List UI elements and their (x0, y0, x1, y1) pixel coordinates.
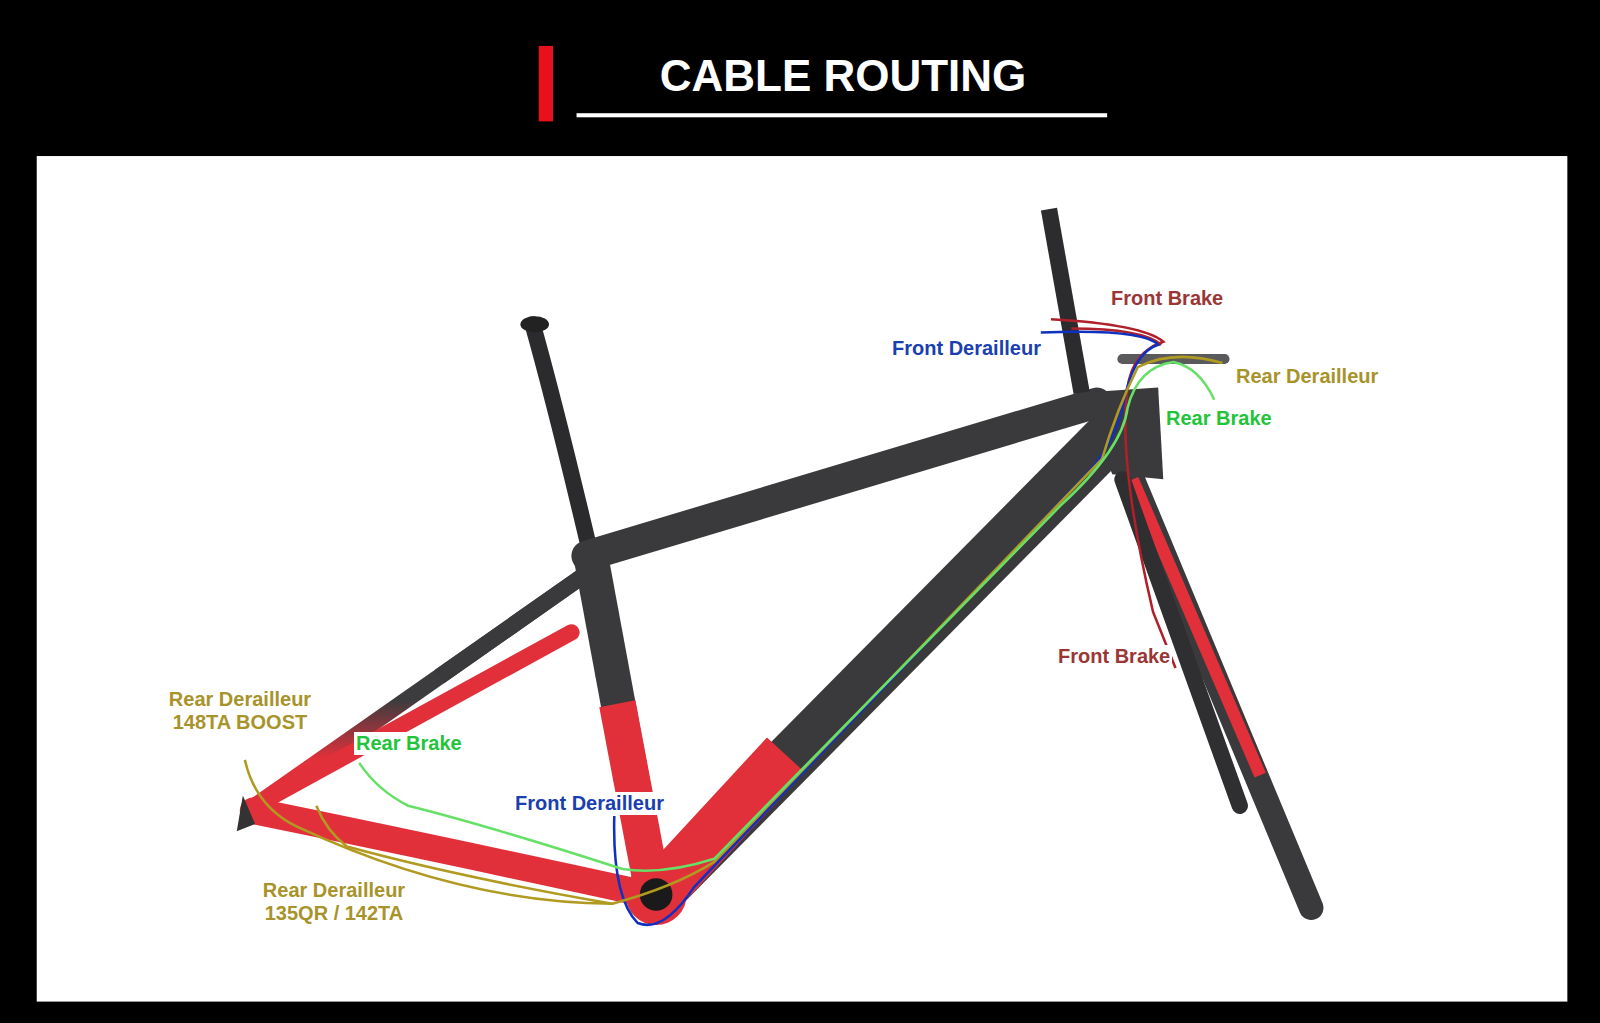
cable-label: Front Derailleur (513, 792, 666, 815)
cable-label: Front Brake (1056, 645, 1172, 668)
cable-label: Rear Brake (1164, 407, 1274, 430)
cable-label: Front Brake (1109, 287, 1225, 310)
page-title: CABLE ROUTING (578, 50, 1108, 102)
cable-label: Rear Derailleur 135QR / 142TA (246, 879, 422, 925)
cable-label: Rear Brake (354, 732, 464, 755)
cable-label: Front Derailleur (890, 337, 1043, 360)
cable-label: Rear Derailleur (1234, 365, 1380, 388)
cable-label: Rear Derailleur 148TA BOOST (152, 688, 328, 734)
